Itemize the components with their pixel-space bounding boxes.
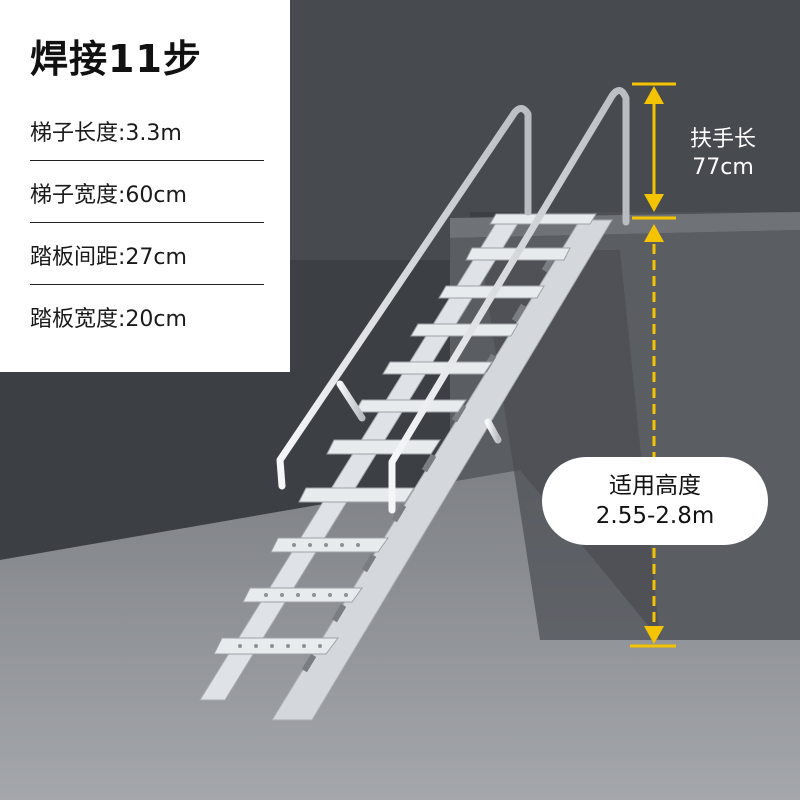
upper-wall [290, 0, 800, 260]
spec-row-length: 梯子长度:3.3m [30, 121, 182, 146]
spec-row-width: 梯子宽度:60cm [30, 183, 187, 208]
spec-divider [30, 222, 264, 223]
handrail-dimension: 扶手长 77cm [668, 126, 778, 182]
spec-divider [30, 284, 264, 285]
handrail-value: 77cm [692, 155, 754, 180]
spec-panel: 焊接11步 梯子长度:3.3m 梯子宽度:60cm 踏板间距:27cm 踏板宽度… [0, 0, 290, 372]
spec-title: 焊接11步 [30, 37, 202, 81]
height-value: 2.55-2.8m [595, 503, 715, 529]
handrail-label: 扶手长 [689, 127, 756, 152]
step-perforations [238, 543, 360, 648]
dimension-lines [630, 82, 676, 648]
height-dimension-pill: 适用高度 2.55-2.8m [542, 457, 768, 545]
handrails [276, 87, 630, 514]
spec-row-spacing: 踏板间距:27cm [30, 245, 187, 270]
spec-divider [30, 160, 264, 161]
height-label: 适用高度 [609, 473, 701, 499]
floor [0, 470, 800, 800]
ladder-steps [213, 213, 597, 655]
spec-row-step-width: 踏板宽度:20cm [30, 307, 187, 332]
